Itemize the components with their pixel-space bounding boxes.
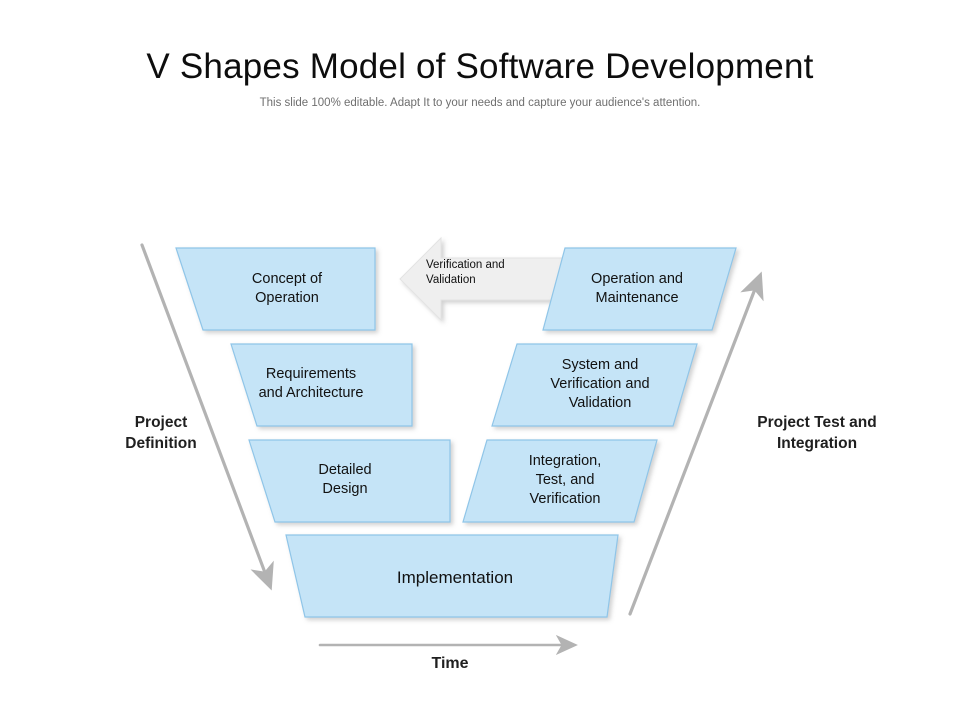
- shape-requirements-and-architecture[interactable]: [230, 343, 413, 427]
- left-branch-shapes: [175, 247, 451, 523]
- shape-concept-of-operation[interactable]: [175, 247, 376, 331]
- page-subtitle: This slide 100% editable. Adapt It to yo…: [259, 97, 701, 109]
- shape-operation-and-maintenance[interactable]: [542, 247, 737, 331]
- right-branch-shapes: [462, 247, 737, 523]
- bottom-branch-shapes: [285, 534, 619, 618]
- project-test-integration-arrow: [628, 271, 764, 616]
- caption-project-test-and-integration: Project Test and Integration: [757, 414, 877, 452]
- page-title: V Shapes Model of Software Development: [146, 47, 814, 86]
- shape-integration-test-and-verification[interactable]: [462, 439, 658, 523]
- verification-validation-callout[interactable]: [399, 236, 571, 322]
- shape-system-verification-and-validation[interactable]: [491, 343, 698, 427]
- shape-detailed-design[interactable]: [248, 439, 451, 523]
- caption-project-definition: Project Definition: [125, 414, 197, 452]
- project-definition-arrow: [140, 243, 274, 591]
- shape-implementation[interactable]: [285, 534, 619, 618]
- caption-time: Time: [431, 655, 469, 672]
